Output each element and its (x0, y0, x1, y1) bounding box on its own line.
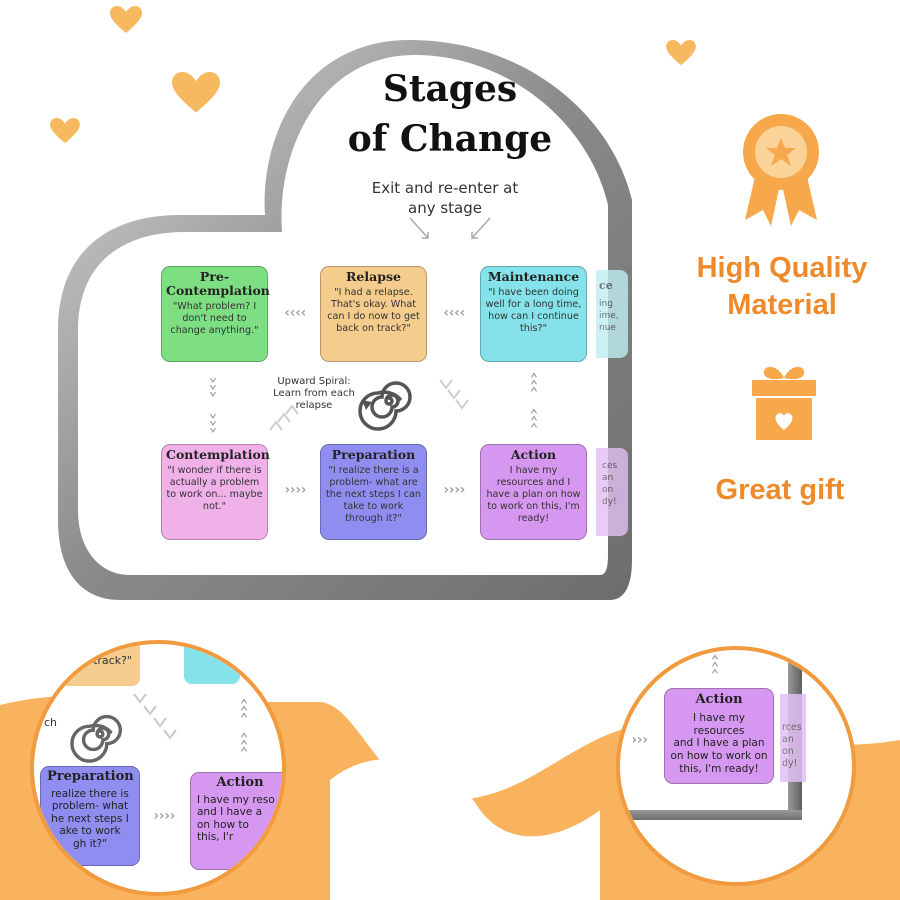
subtitle-line-2: any stage (408, 199, 482, 217)
stage-title: Maintenance (487, 269, 580, 284)
chevron-up-icon: ⌃⌃⌃ (239, 731, 249, 761)
stage-title: Action (510, 447, 557, 462)
plaque-edge-bottom (620, 810, 802, 820)
heart-decoration-icon (666, 40, 696, 66)
gift-text: Great gift (715, 474, 845, 506)
stage-card-precontemplation: Pre- Contemplation "What problem? I don'… (161, 266, 270, 362)
stage-quote-line: I have my reso (197, 793, 275, 806)
re-enter-arrows (409, 217, 491, 239)
subtitle-line-1: Exit and re-enter at (371, 179, 519, 197)
stage-card-action: Action I have my resources and I have a … (480, 444, 587, 540)
partial-text: nue (599, 323, 616, 333)
stage-card-preparation: Preparation "I realize there is a proble… (320, 444, 427, 540)
stage-quote: "I realize there is a problem- what are … (325, 465, 421, 524)
stage-title-line-1: Pre- (199, 269, 230, 284)
chevron-up-icon: ⌃⌃⌃ (529, 407, 539, 437)
stage-quote: "What problem? I don't need to change an… (170, 301, 259, 336)
stage-quote-line: on how to work on (670, 750, 768, 763)
partial-text: ce (599, 279, 613, 292)
stage-quote-line: problem- what (51, 800, 129, 812)
diagram-title: Stages of Change (330, 64, 570, 164)
partial-text: on (782, 746, 794, 757)
zoom-maintenance-fragment (184, 644, 240, 684)
stage-quote-line: ake to work (59, 825, 121, 837)
zoom-action-card: Action I have my reso and I have a on ho… (190, 772, 282, 870)
stage-quote: "I had a relapse. That's okay. What can … (327, 287, 420, 334)
chevron-down-icon: ⌄⌄⌄ (208, 369, 218, 399)
chevron-right-icon: ››› (630, 732, 649, 748)
stage-title: Pre- Contemplation (166, 269, 270, 298)
title-line-1: Stages (382, 68, 518, 110)
title-line-2: of Change (347, 118, 553, 160)
award-ribbon-icon (743, 114, 819, 226)
heart-decoration-icon (50, 118, 80, 144)
partial-text: ces (602, 461, 618, 471)
partial-text: ing (599, 299, 613, 309)
spiral-label-line-3: relapse (295, 400, 333, 411)
chevron-right-icon: ›››› (152, 808, 177, 824)
zoom-preparation-card: Preparation realize there is problem- wh… (40, 766, 140, 866)
stage-title: Contemplation (166, 447, 270, 462)
stage-quote-line: this, I'r (197, 831, 234, 843)
zoom-spiral-text: ch (44, 716, 58, 729)
stage-quote-line: gh it?" (72, 837, 108, 850)
partial-action-card: ces an on dy! (596, 448, 628, 536)
chevron-up-icon: ⌃⌃⌃ (239, 697, 249, 727)
relapse-diagonal-chevrons (133, 693, 177, 740)
stage-quote-line: I have my resources (693, 711, 745, 737)
spiral-icon (358, 381, 412, 431)
partial-text: an (602, 473, 614, 483)
gift-box-icon (752, 366, 816, 440)
stage-card-maintenance: Maintenance "I have been doing well for … (480, 266, 587, 362)
heart-decoration-icon (110, 6, 142, 34)
zoom-circle-right: ⌃⌃⌃ ››› Action I have my resources and I… (616, 646, 856, 886)
partial-text: on (602, 485, 614, 495)
stage-quote-line: this, I'm ready! (679, 762, 759, 775)
spiral-icon (70, 714, 123, 763)
spiral-label-line-2: Learn from each (273, 388, 355, 399)
partial-text: rces (782, 722, 802, 733)
stage-quote: "I wonder if there is actually a problem… (166, 465, 263, 512)
partial-text: dy! (782, 758, 798, 769)
quality-line-1: High Quality (696, 252, 868, 284)
zoom-partial-card: rces an on dy! (780, 694, 806, 782)
relapse-diagonal-chevrons (269, 379, 469, 431)
stage-quote-line: realize there is (51, 787, 129, 800)
spiral-label: Upward Spiral: Learn from each relapse (268, 376, 360, 412)
zoom-relapse-fragment: n track?" (44, 644, 140, 686)
stage-quote-line: and I have a (197, 806, 263, 818)
partial-text: dy! (602, 497, 617, 507)
zoom-circle-left: n track?" ch ⌃⌃⌃ ⌃⌃⌃ Preparation realize… (30, 640, 286, 896)
quality-text: High Quality Material (672, 250, 892, 324)
chevron-left-icon: ‹‹‹‹ (283, 305, 308, 321)
stage-card-contemplation: Contemplation "I wonder if there is actu… (161, 444, 270, 540)
zoom-relapse-text: n track?" (82, 654, 132, 667)
chevron-right-icon: ›››› (442, 482, 467, 498)
partial-text: ime, (599, 311, 619, 321)
chevron-left-icon: ‹‹‹‹ (442, 305, 467, 321)
stage-card-relapse: Relapse "I had a relapse. That's okay. W… (320, 266, 427, 362)
stage-quote-line: on how to (197, 818, 249, 831)
partial-text: an (782, 734, 794, 745)
stage-quote-line: and I have a plan (673, 737, 765, 750)
chevron-down-icon: ⌄⌄⌄ (208, 405, 218, 435)
diagram-subtitle: Exit and re-enter at any stage (340, 178, 550, 218)
zoom-action-card: Action I have my resources and I have a … (664, 688, 774, 784)
partial-maintenance-card: ce ing ime, nue (596, 270, 628, 358)
stage-title: Action (695, 692, 743, 707)
stage-title: Preparation (331, 447, 416, 462)
stage-title: Preparation (47, 769, 134, 784)
stage-quote: I have my resources and I have a plan on… (486, 465, 581, 524)
chevron-up-icon: ⌃⌃⌃ (529, 371, 539, 401)
stage-title-line-2: Contemplation (166, 283, 270, 298)
chevron-right-icon: ›››› (283, 482, 308, 498)
stage-quote: "I have been doing well for a long time,… (485, 287, 582, 334)
quality-line-2: Material (727, 289, 837, 321)
stage-quote-line: he next steps I (51, 812, 129, 825)
chevron-up-icon: ⌃⌃⌃ (710, 653, 720, 683)
spiral-label-line-1: Upward Spiral: (277, 376, 351, 387)
heart-decoration-icon (172, 72, 220, 114)
stage-title: Action (216, 775, 264, 790)
stage-title: Relapse (346, 269, 401, 284)
